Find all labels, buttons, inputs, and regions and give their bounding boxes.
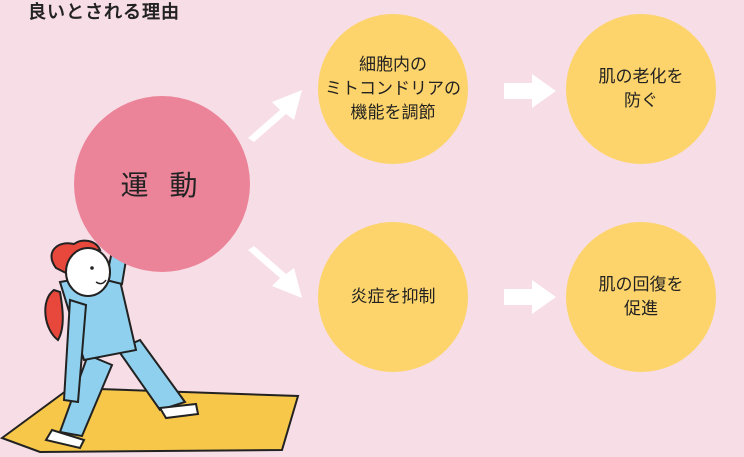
recovery-node: 肌の回復を 促進 [566,222,716,372]
arrow-to-mitochondria-icon [248,90,302,142]
exercise-node: 運 動 [74,96,250,272]
inflammation-node: 炎症を抑制 [318,222,468,372]
yoga-mat [0,386,300,454]
inflammation-label: 炎症を抑制 [350,287,436,307]
anti-aging-node: 肌の老化を 防ぐ [566,14,716,164]
anti-aging-label: 肌の老化を 防ぐ [598,67,684,111]
mitochondria-label: 細胞内の ミトコンドリアの 機能を調節 [325,55,461,123]
arrow-to-recovery-icon [504,280,556,314]
diagram-title: 良いとされる理由 [28,2,180,23]
exercise-label: 運 動 [120,169,204,202]
mitochondria-node: 細胞内の ミトコンドリアの 機能を調節 [318,14,468,164]
arrow-to-anti-aging-icon [504,74,556,108]
arrow-to-inflammation-icon [248,246,302,298]
recovery-label: 肌の回復を 促進 [598,275,684,319]
